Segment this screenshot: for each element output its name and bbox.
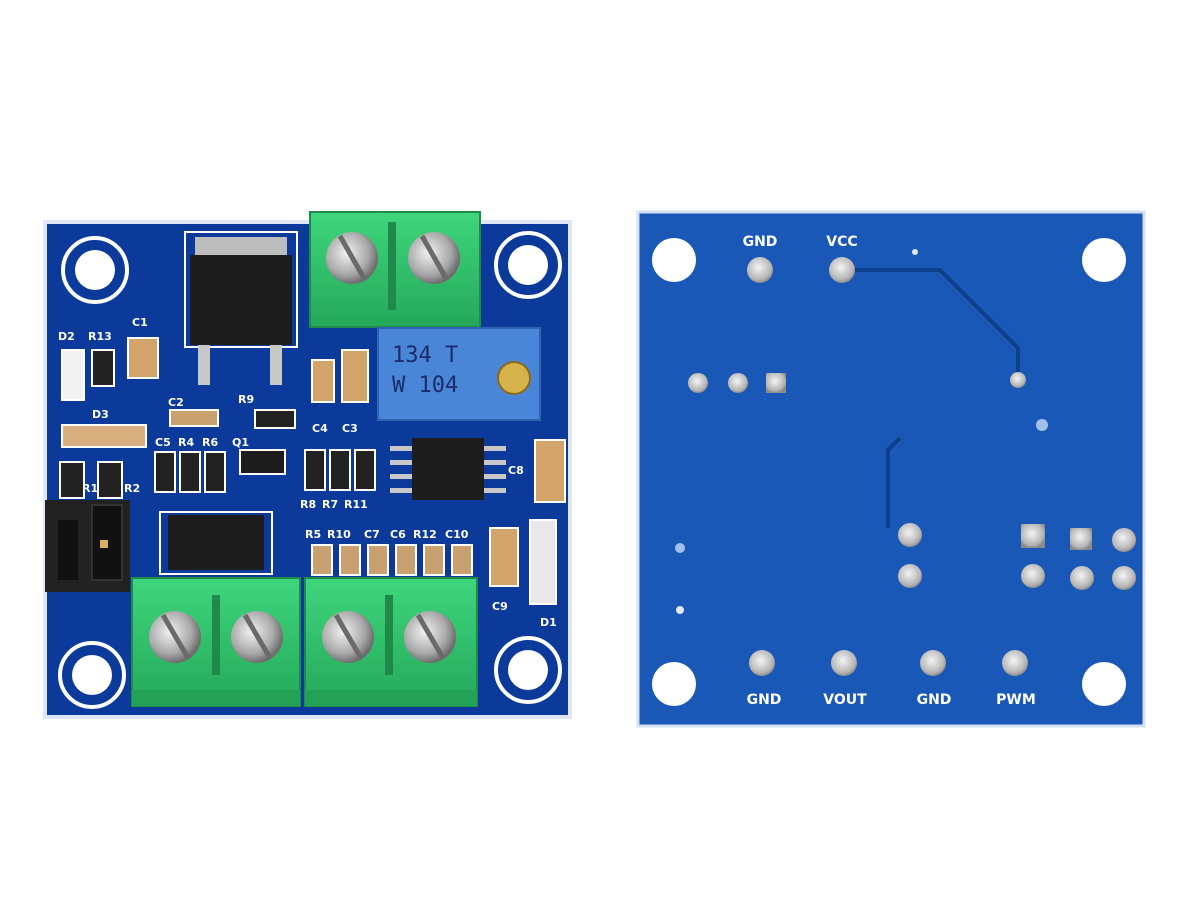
back-board: GND VCC GND VOUT GND PWM: [636, 210, 1146, 728]
pin-label-gnd-bottom-2: GND: [917, 692, 952, 708]
mounting-hole: [58, 641, 126, 709]
label-C9: C9: [492, 600, 508, 613]
voltage-regulator: [184, 231, 298, 385]
mounting-hole: [1082, 662, 1126, 706]
pin-label-gnd-bottom-1: GND: [747, 692, 782, 708]
label-D3: D3: [92, 408, 109, 421]
label-R9: R9: [238, 393, 254, 406]
label-R12: R12: [413, 528, 437, 541]
mounting-hole: [494, 231, 562, 299]
pin-label-gnd-top: GND: [743, 234, 778, 250]
optocoupler-ic: [159, 511, 273, 575]
pin-label-pwm: PWM: [996, 692, 1036, 708]
label-R5: R5: [305, 528, 321, 541]
pot-adjust-screw: [497, 361, 531, 395]
label-D2: D2: [58, 330, 75, 343]
terminal-block-bottom-right: [304, 577, 478, 707]
label-R10: R10: [327, 528, 351, 541]
label-R1: R1: [82, 482, 98, 495]
label-C4: C4: [312, 422, 328, 435]
label-C8: C8: [508, 464, 524, 477]
back-silkscreen: GND VCC GND VOUT GND PWM: [743, 234, 1036, 708]
label-C2: C2: [168, 396, 184, 409]
solder-pads: [675, 249, 1136, 676]
front-board: 134 T W 104: [43, 211, 572, 719]
mounting-hole: [494, 636, 562, 704]
mounting-hole: [61, 236, 129, 304]
op-amp-ic: [390, 438, 506, 500]
mounting-hole: [652, 238, 696, 282]
label-R7: R7: [322, 498, 338, 511]
label-C5: C5: [155, 436, 171, 449]
back-pcb: [636, 210, 1146, 728]
label-Q1: Q1: [232, 436, 249, 449]
pcb-trace: [886, 436, 902, 528]
label-R4: R4: [178, 436, 194, 449]
label-R11: R11: [344, 498, 368, 511]
label-C6: C6: [390, 528, 406, 541]
mounting-hole: [1082, 238, 1126, 282]
smd-parts: [59, 337, 566, 605]
pin-label-vout: VOUT: [823, 692, 867, 708]
label-R2: R2: [124, 482, 140, 495]
label-D1: D1: [540, 616, 557, 629]
label-R13: R13: [88, 330, 112, 343]
pcb-trace: [842, 268, 1020, 380]
pot-label-line2: W 104: [392, 373, 458, 398]
pin-label-vcc: VCC: [826, 234, 857, 250]
front-silkscreen: D2 R13 C1 C2 D3 R9 C4 C3 C5 R4 R6 Q1 R8 …: [58, 316, 557, 629]
label-C3: C3: [342, 422, 358, 435]
potentiometer: 134 T W 104: [377, 327, 541, 421]
pot-label-line1: 134 T: [392, 343, 458, 368]
label-R6: R6: [202, 436, 218, 449]
label-R8: R8: [300, 498, 316, 511]
label-C7: C7: [364, 528, 380, 541]
terminal-block-bottom-left: [131, 577, 301, 707]
label-C10: C10: [445, 528, 469, 541]
label-C1: C1: [132, 316, 148, 329]
terminal-block-top: [309, 211, 481, 328]
mounting-hole: [652, 662, 696, 706]
jumper-header: [45, 500, 130, 592]
